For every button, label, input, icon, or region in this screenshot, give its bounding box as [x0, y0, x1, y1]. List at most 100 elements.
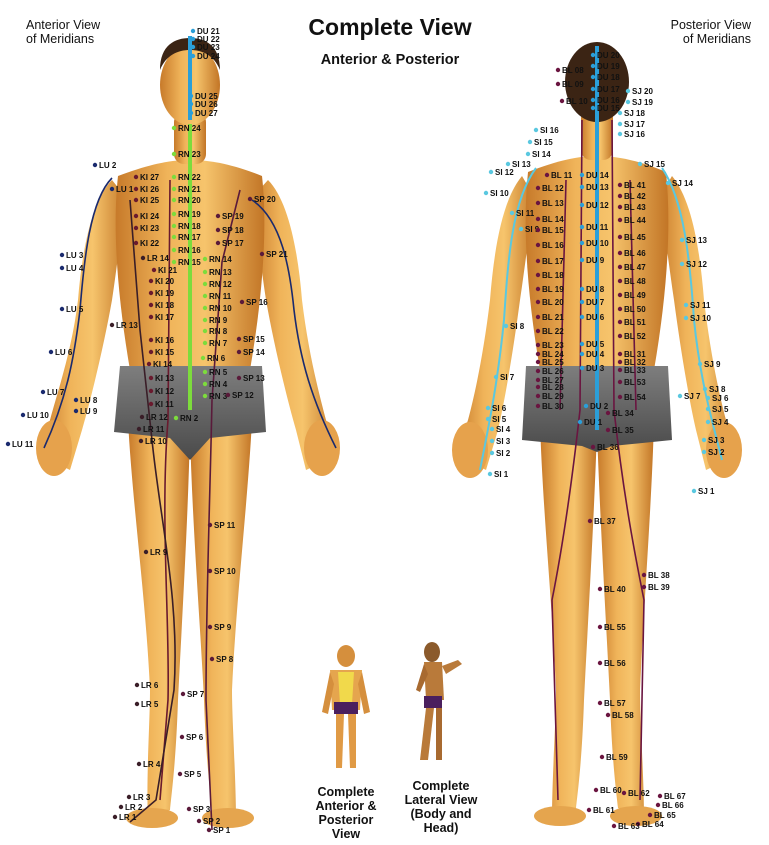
acupoint-dot — [536, 201, 540, 205]
acupoint-label: BL 40 — [604, 585, 626, 594]
acupoint-label: BL 42 — [624, 192, 646, 201]
acupoint-label: DU 14 — [586, 171, 609, 180]
acupoint-label: BL 48 — [624, 277, 646, 286]
acupoint-label: SI 1 — [494, 470, 509, 479]
acupoint-dot — [127, 795, 131, 799]
acupoint-dot — [187, 807, 191, 811]
acupoint-label: BL 47 — [624, 263, 646, 272]
acupoint-dot — [618, 380, 622, 384]
acupoint-dot — [172, 212, 176, 216]
posterior-point-sj19: SJ 19 — [626, 98, 654, 107]
thumbnail-lateral[interactable] — [416, 642, 462, 760]
acupoint-label: KI 16 — [155, 336, 175, 345]
acupoint-label: DU 23 — [197, 43, 220, 52]
acupoint-dot — [174, 416, 178, 420]
thumbnail-anterior[interactable] — [322, 645, 370, 768]
acupoint-dot — [201, 356, 205, 360]
acupoint-dot — [237, 376, 241, 380]
page-subtitle: Anterior & Posterior — [270, 52, 510, 68]
acupoint-dot — [149, 291, 153, 295]
acupoint-label: LU 3 — [66, 251, 84, 260]
posterior-point-si2: SI 2 — [490, 449, 511, 458]
acupoint-label: SP 21 — [266, 250, 288, 259]
acupoint-dot — [648, 813, 652, 817]
acupoint-label: KI 18 — [155, 301, 175, 310]
acupoint-dot — [149, 279, 153, 283]
acupoint-label: RN 12 — [209, 280, 232, 289]
posterior-point-bl10: BL 10 — [560, 97, 588, 106]
acupoint-dot — [21, 413, 25, 417]
acupoint-dot — [618, 205, 622, 209]
acupoint-label: KI 21 — [158, 266, 178, 275]
acupoint-dot — [528, 140, 532, 144]
caption-line: Lateral View — [398, 793, 484, 807]
acupoint-dot — [692, 489, 696, 493]
acupoint-dot — [642, 573, 646, 577]
acupoint-dot — [678, 394, 682, 398]
acupoint-dot — [591, 445, 595, 449]
anterior-point-lu4: LU 4 — [60, 264, 84, 273]
acupoint-label: LR 11 — [143, 425, 165, 434]
acupoint-dot — [618, 279, 622, 283]
acupoint-dot — [149, 303, 153, 307]
acupoint-label: RN 7 — [209, 339, 228, 348]
acupoint-label: SI 15 — [534, 138, 553, 147]
acupoint-dot — [618, 307, 622, 311]
acupoint-dot — [152, 268, 156, 272]
acupoint-dot — [181, 692, 185, 696]
acupoint-dot — [642, 585, 646, 589]
acupoint-dot — [208, 523, 212, 527]
acupoint-label: SI 2 — [496, 449, 511, 458]
acupoint-label: SP 17 — [222, 239, 244, 248]
acupoint-dot — [656, 803, 660, 807]
acupoint-dot — [626, 100, 630, 104]
posterior-point-bl56: BL 56 — [598, 659, 626, 668]
acupoint-dot — [536, 273, 540, 277]
acupoint-dot — [490, 427, 494, 431]
acupoint-dot — [580, 342, 584, 346]
acupoint-dot — [594, 788, 598, 792]
acupoint-dot — [598, 661, 602, 665]
anterior-point-lu6: LU 6 — [49, 348, 73, 357]
anterior-point-lu10: LU 10 — [21, 411, 50, 420]
acupoint-dot — [172, 248, 176, 252]
acupoint-dot — [606, 713, 610, 717]
acupoint-label: SJ 19 — [632, 98, 653, 107]
acupoint-label: SP 7 — [187, 690, 205, 699]
acupoint-dot — [580, 300, 584, 304]
acupoint-label: SJ 9 — [704, 360, 721, 369]
acupoint-dot — [587, 808, 591, 812]
acupoint-dot — [210, 657, 214, 661]
anterior-point-lu2: LU 2 — [93, 161, 117, 170]
acupoint-dot — [203, 370, 207, 374]
acupoint-label: SJ 7 — [684, 392, 701, 401]
anterior-left-leg — [190, 420, 252, 820]
acupoint-dot — [536, 217, 540, 221]
acupoint-label: SP 15 — [243, 335, 265, 344]
acupoint-dot — [618, 334, 622, 338]
acupoint-label: BL 16 — [542, 241, 564, 250]
posterior-point-sj16: SJ 16 — [618, 130, 646, 139]
acupoint-dot — [618, 368, 622, 372]
acupoint-label: DU 13 — [586, 183, 609, 192]
posterior-caption-line-1: Posterior View — [671, 18, 751, 32]
acupoint-label: BL 62 — [628, 789, 650, 798]
acupoint-label: BL 60 — [600, 786, 622, 795]
acupoint-label: BL 45 — [624, 233, 646, 242]
acupoint-dot — [591, 87, 595, 91]
acupoint-label: BL 63 — [618, 822, 640, 831]
acupoint-label: SJ 18 — [624, 109, 645, 118]
acupoint-dot — [618, 320, 622, 324]
acupoint-label: SJ 8 — [709, 385, 726, 394]
acupoint-label: KI 19 — [155, 289, 175, 298]
acupoint-label: SI 5 — [492, 415, 507, 424]
acupoint-dot — [536, 369, 540, 373]
thumbnail-anterior-caption[interactable]: Complete Anterior & Posterior View — [300, 785, 392, 841]
acupoint-label: SI 10 — [490, 189, 509, 198]
acupoint-dot — [203, 257, 207, 261]
caption-line: Complete — [300, 785, 392, 799]
thumbnail-lateral-caption[interactable]: Complete Lateral View (Body and Head) — [398, 779, 484, 835]
acupoint-dot — [556, 82, 560, 86]
acupoint-dot — [134, 241, 138, 245]
acupoint-dot — [172, 175, 176, 179]
